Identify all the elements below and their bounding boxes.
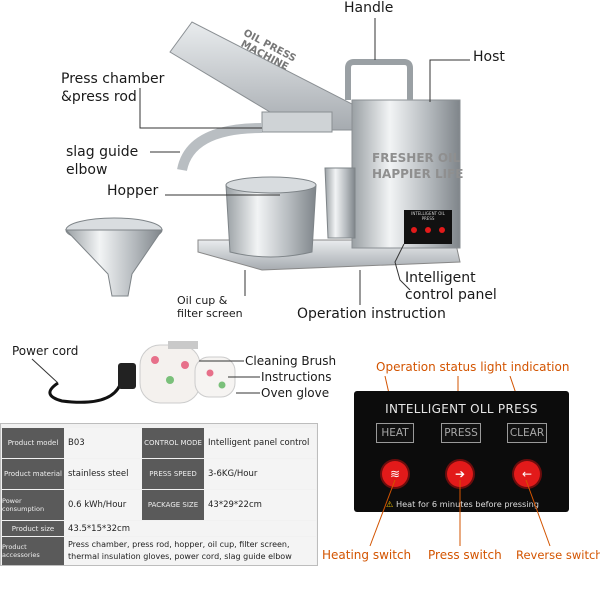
handle-label: Handle: [344, 0, 394, 16]
spec-key-control-mode: CONTROL MODE: [142, 428, 204, 458]
spec-value-material: stainless steel: [64, 459, 142, 489]
spec-key-press-speed: PRESS SPEED: [142, 459, 204, 489]
status-light-label: Operation status light indication: [376, 360, 570, 374]
oil-cup-line1: Oil cup &: [177, 294, 228, 307]
spec-key-size: Product size: [2, 521, 64, 536]
heating-switch-label: Heating switch: [322, 548, 412, 562]
spec-value-power: 0.6 kWh/Hour: [64, 490, 142, 520]
heating-switch-button[interactable]: ≋: [382, 461, 408, 487]
warning-message: Heat for 6 minutes before pressing: [395, 499, 539, 509]
slag-guide-line2: elbow: [66, 162, 108, 178]
switch-pointer-lines: [369, 480, 551, 547]
spec-accessories-line2: thermal insulation gloves, power cord, s…: [68, 552, 292, 561]
spec-accessories-line1: Press chamber, press rod, hopper, oil cu…: [68, 540, 290, 549]
spec-value-size: 43.5*15*32cm: [64, 521, 316, 536]
oil-press-machine-illustration: [64, 18, 470, 305]
spec-value-accessories: Press chamber, press rod, hopper, oil cu…: [64, 537, 316, 565]
hopper-label: Hopper: [107, 183, 159, 199]
oil-cup-line2: filter screen: [177, 307, 243, 320]
spec-key-package-size: PACKAGE SIZE: [142, 490, 204, 520]
spec-key-accessories: Product accessories: [2, 537, 64, 565]
oil-cup-label: Oil cup & filter screen: [177, 294, 243, 320]
mini-panel-title: INTELLIGENT OIL PRESS: [411, 211, 445, 221]
press-indicator: PRESS: [441, 423, 481, 443]
front-slogan-line2: HAPPIER LIFE: [372, 167, 464, 181]
heat-indicator: HEAT: [376, 423, 414, 443]
slag-guide-label: slag guide elbow: [66, 143, 138, 179]
reverse-switch-label: Reverse switch: [516, 548, 600, 562]
warning-text: ⚠ Heat for 6 minutes before pressing: [386, 499, 539, 509]
power-cord-label: Power cord: [12, 344, 79, 358]
control-panel-title: INTELLIGENT OLL PRESS: [385, 402, 538, 416]
press-chamber-line2: &press rod: [61, 89, 137, 105]
host-label: Host: [473, 49, 505, 65]
slag-guide-line1: slag guide: [66, 144, 139, 160]
press-switch-label: Press switch: [428, 548, 502, 562]
spec-key-power: Power consumption: [2, 490, 64, 520]
intelligent-line1: Intelligent: [405, 270, 476, 286]
spec-value-control-mode: Intelligent panel control: [204, 428, 316, 458]
instructions-label: Instructions: [261, 370, 332, 384]
arrow-left-icon: ←: [521, 467, 533, 481]
clear-indicator: CLEAR: [507, 423, 547, 443]
press-chamber-label: Press chamber &press rod: [61, 70, 164, 106]
oven-glove-label: Oven glove: [261, 386, 330, 400]
warning-icon: ⚠: [386, 499, 394, 509]
spec-value-model: B03: [64, 428, 142, 458]
spec-value-package-size: 43*29*22cm: [204, 490, 316, 520]
accessories-illustration: [31, 341, 260, 404]
front-slogan-line1: FRESHER OIL: [372, 151, 461, 165]
intelligent-panel-label: Intelligent control panel: [405, 270, 497, 304]
spec-key-model: Product model: [2, 428, 64, 458]
press-chamber-line1: Press chamber: [61, 71, 165, 87]
operation-instruction-label: Operation instruction: [297, 306, 446, 322]
arrow-right-icon: ➔: [454, 467, 466, 481]
front-slogan: FRESHER OIL HAPPIER LIFE: [372, 150, 464, 182]
heat-wave-icon: ≋: [389, 467, 401, 481]
spec-key-material: Product material: [2, 459, 64, 489]
intelligent-line2: control panel: [405, 287, 497, 303]
cleaning-brush-label: Cleaning Brush: [245, 354, 337, 368]
specs-table: Product model B03 CONTROL MODE Intellige…: [0, 423, 318, 566]
spec-value-press-speed: 3-6KG/Hour: [204, 459, 316, 489]
